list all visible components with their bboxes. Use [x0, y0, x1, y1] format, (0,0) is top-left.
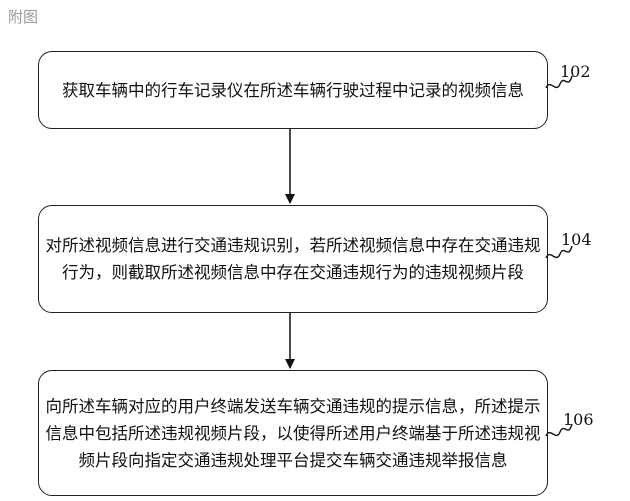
leader-line-106	[545, 423, 573, 437]
figure-caption: 附图	[8, 8, 39, 26]
step-box-104: 对所述视频信息进行交通违规识别，若所述视频信息中存在交通违规行为，则截取所述视频…	[38, 205, 548, 313]
leader-line-104	[545, 245, 573, 259]
step-text-102: 获取车辆中的行车记录仪在所述车辆行驶过程中记录的视频信息	[62, 80, 524, 100]
ref-label-106: 106	[563, 410, 594, 429]
ref-label-104: 104	[561, 230, 592, 249]
leader-line-102	[545, 75, 573, 89]
step-text-104: 对所述视频信息进行交通违规识别，若所述视频信息中存在交通违规行为，则截取所述视频…	[45, 236, 541, 282]
ref-label-102: 102	[560, 62, 591, 81]
step-box-102: 获取车辆中的行车记录仪在所述车辆行驶过程中记录的视频信息	[38, 51, 548, 129]
step-text-106: 向所述车辆对应的用户终端发送车辆交通违规的提示信息，所述提示信息中包括所述违规视…	[45, 396, 541, 470]
step-box-106: 向所述车辆对应的用户终端发送车辆交通违规的提示信息，所述提示信息中包括所述违规视…	[38, 370, 548, 496]
